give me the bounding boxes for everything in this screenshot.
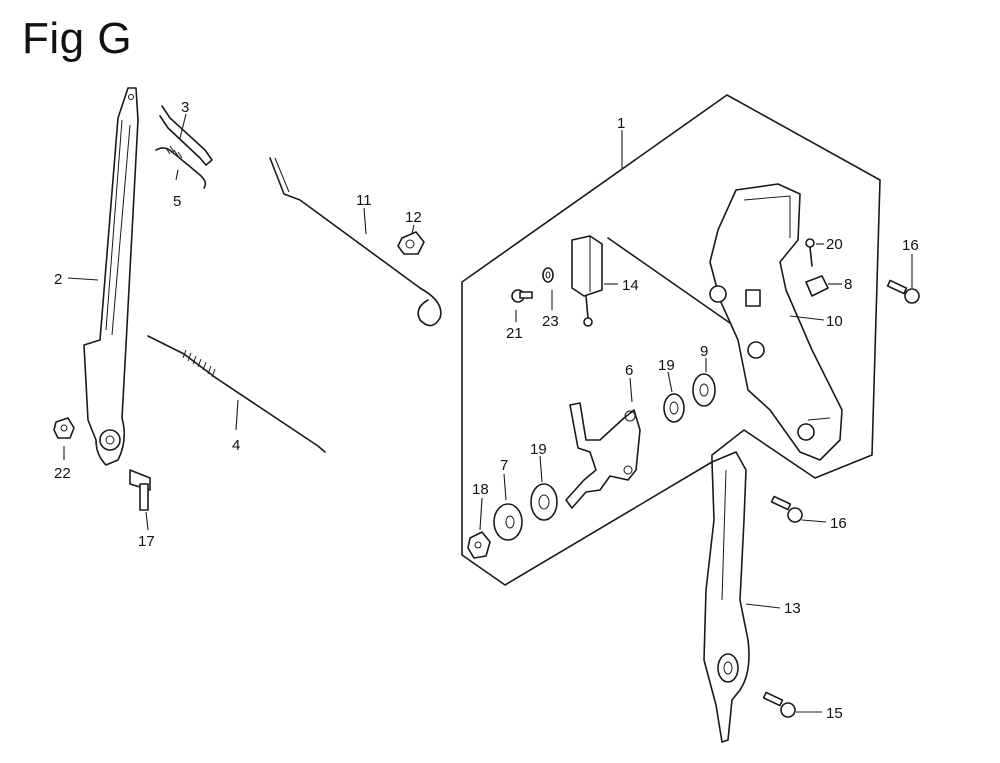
part-bolt-16-mid bbox=[770, 495, 803, 523]
part-switch-14 bbox=[571, 235, 603, 327]
callout-16-top: 16 bbox=[902, 237, 919, 254]
part-nut-12 bbox=[397, 231, 425, 255]
callout-2: 2 bbox=[54, 271, 62, 288]
callout-12: 12 bbox=[405, 209, 422, 226]
callout-1: 1 bbox=[617, 115, 625, 132]
part-washer-23 bbox=[542, 267, 554, 283]
figure-title: Fig G bbox=[22, 14, 133, 63]
part-clip-8 bbox=[805, 275, 829, 297]
callout-11: 11 bbox=[356, 192, 372, 209]
part-washer-7 bbox=[493, 503, 523, 541]
callout-22: 22 bbox=[54, 465, 71, 482]
part-spring-clips bbox=[155, 105, 213, 189]
part-nut-22 bbox=[53, 417, 75, 439]
part-bolt-17 bbox=[129, 469, 151, 511]
part-washer-9 bbox=[692, 373, 716, 407]
part-wire-rod bbox=[269, 157, 442, 327]
callout-16-mid: 16 bbox=[830, 515, 847, 532]
leader-lines bbox=[63, 113, 913, 713]
part-screw-21 bbox=[511, 289, 533, 303]
callout-7: 7 bbox=[500, 457, 508, 474]
callout-19-top: 19 bbox=[658, 357, 675, 374]
callout-8: 8 bbox=[844, 276, 852, 293]
part-bolt-15 bbox=[762, 691, 796, 718]
callout-13: 13 bbox=[784, 600, 801, 617]
callout-9: 9 bbox=[700, 343, 708, 360]
part-bracket-10 bbox=[709, 183, 843, 461]
part-bolt-16-top bbox=[886, 279, 920, 304]
callout-15: 15 bbox=[826, 705, 843, 722]
callout-labels: 1 2 3 4 5 6 7 8 9 10 11 12 13 14 15 16 1… bbox=[54, 99, 919, 722]
callout-20: 20 bbox=[826, 236, 843, 253]
part-arm-6 bbox=[565, 402, 641, 509]
part-washer-19-top bbox=[663, 393, 685, 423]
part-spring-rod bbox=[147, 335, 326, 453]
callout-23: 23 bbox=[542, 313, 559, 330]
callout-5: 5 bbox=[173, 193, 181, 210]
callout-3: 3 bbox=[181, 99, 189, 116]
part-screw-20 bbox=[805, 238, 815, 267]
callout-21: 21 bbox=[506, 325, 523, 342]
part-washer-19-low bbox=[530, 483, 558, 521]
part-nut-18 bbox=[467, 531, 491, 559]
callout-19-low: 19 bbox=[530, 441, 547, 458]
callout-14: 14 bbox=[622, 277, 639, 294]
assembly-boundary bbox=[461, 94, 881, 586]
callout-10: 10 bbox=[826, 313, 843, 330]
callout-4: 4 bbox=[232, 437, 240, 454]
part-lever-arm bbox=[83, 87, 139, 466]
part-lever-13 bbox=[703, 451, 750, 743]
callout-17: 17 bbox=[138, 533, 155, 550]
callout-6: 6 bbox=[625, 362, 633, 379]
assembly-inner-line bbox=[607, 237, 741, 331]
callout-18: 18 bbox=[472, 481, 489, 498]
